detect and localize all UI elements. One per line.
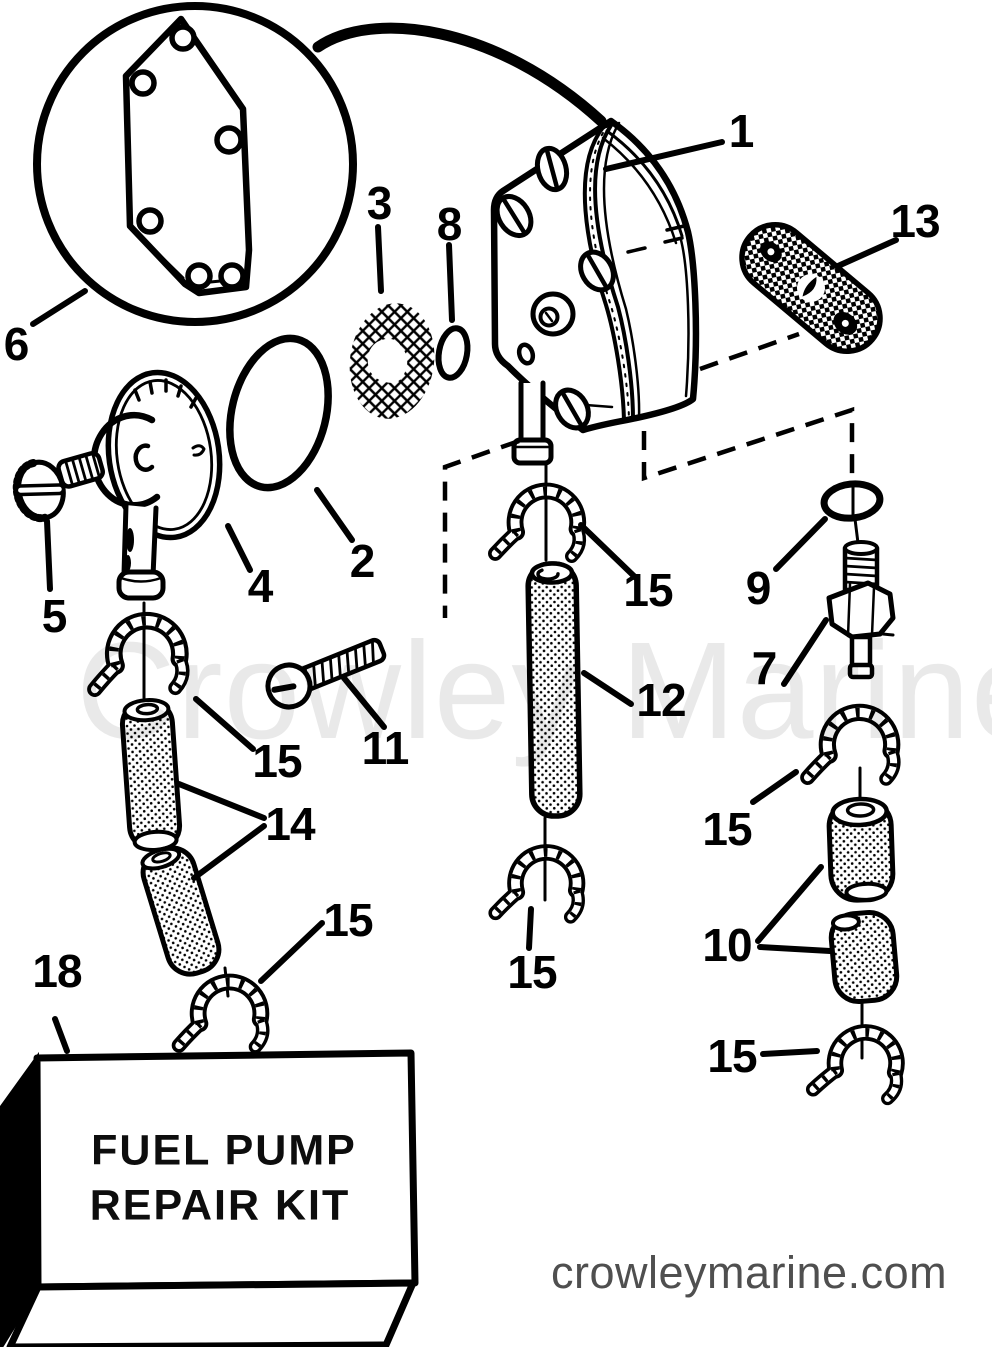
o-ring-part2 [226,334,332,492]
callout-12: 12 [636,674,686,726]
filter-cover-part4 [90,369,223,601]
hose-clamp-part15 [813,1031,898,1099]
pump-screw [553,387,591,431]
magnifier-circle-part6 [33,2,357,326]
plate-hole [136,207,164,235]
callout-6: 6 [3,318,30,370]
repair-kit-box-part18 [0,1049,419,1347]
fuel-hose-part12 [525,561,583,819]
callout-4: 4 [247,560,274,612]
pump-screw [494,193,534,239]
callout-15-middle-lower: 15 [507,946,557,998]
hose-clamp-part15 [175,980,264,1052]
plate-hole [129,69,157,97]
fuel-hose-part14-upper [119,698,183,852]
plate-hole [218,262,246,290]
callout-18: 18 [32,945,82,997]
alignment-dashes [442,331,855,618]
screw-part11 [265,637,387,710]
fitting-part7 [826,540,896,680]
callout-9: 9 [745,562,772,614]
thumbscrew-part5 [12,450,105,523]
hose-clamp-part15 [494,851,579,919]
callout-3: 3 [366,177,393,229]
leader-lines [30,139,899,1057]
fuel-hose-part10-upper [826,796,896,903]
site-url-text: crowleymarine.com [551,1247,948,1298]
callout-15-left-upper: 15 [252,735,302,787]
callout-15-right-upper: 15 [702,803,752,855]
fuel-hose-part14-lower [140,845,222,977]
hose-clamp-part15 [492,489,580,560]
callout-15-right-lower: 15 [707,1030,757,1082]
pump-hole [516,342,536,366]
plate-hole [169,24,197,52]
callout-15-middle-upper: 15 [623,564,673,616]
pump-screw [578,249,616,293]
callout-11: 11 [361,722,410,774]
kit-box-title-line2: REPAIR KIT [89,1181,351,1230]
callout-15-left-lower: 15 [323,894,373,946]
callout-8: 8 [436,198,463,250]
mounting-gasket-part13 [739,222,883,354]
watermark-text: Crowley Marine [76,614,992,768]
plate-hole [185,262,213,290]
callout-5: 5 [41,590,68,642]
callout-1: 1 [728,105,755,157]
fuel-hose-part10-lower [828,909,900,1005]
fuel-pump-body-part1 [490,117,700,466]
filter-screen-disc-part3 [342,297,442,425]
fuel-line-arc [312,22,607,127]
o-ring-part8 [435,325,471,381]
pump-screw [534,145,570,193]
plate-hole [214,125,244,155]
callout-13: 13 [890,195,940,247]
callout-14: 14 [265,798,315,850]
kit-box-title-line1: FUEL PUMP [91,1126,357,1175]
pump-outlet-spout [511,380,554,466]
callout-10: 10 [702,919,752,971]
o-ring-part9 [820,480,884,522]
callout-2: 2 [349,535,376,587]
callout-7: 7 [751,642,778,694]
